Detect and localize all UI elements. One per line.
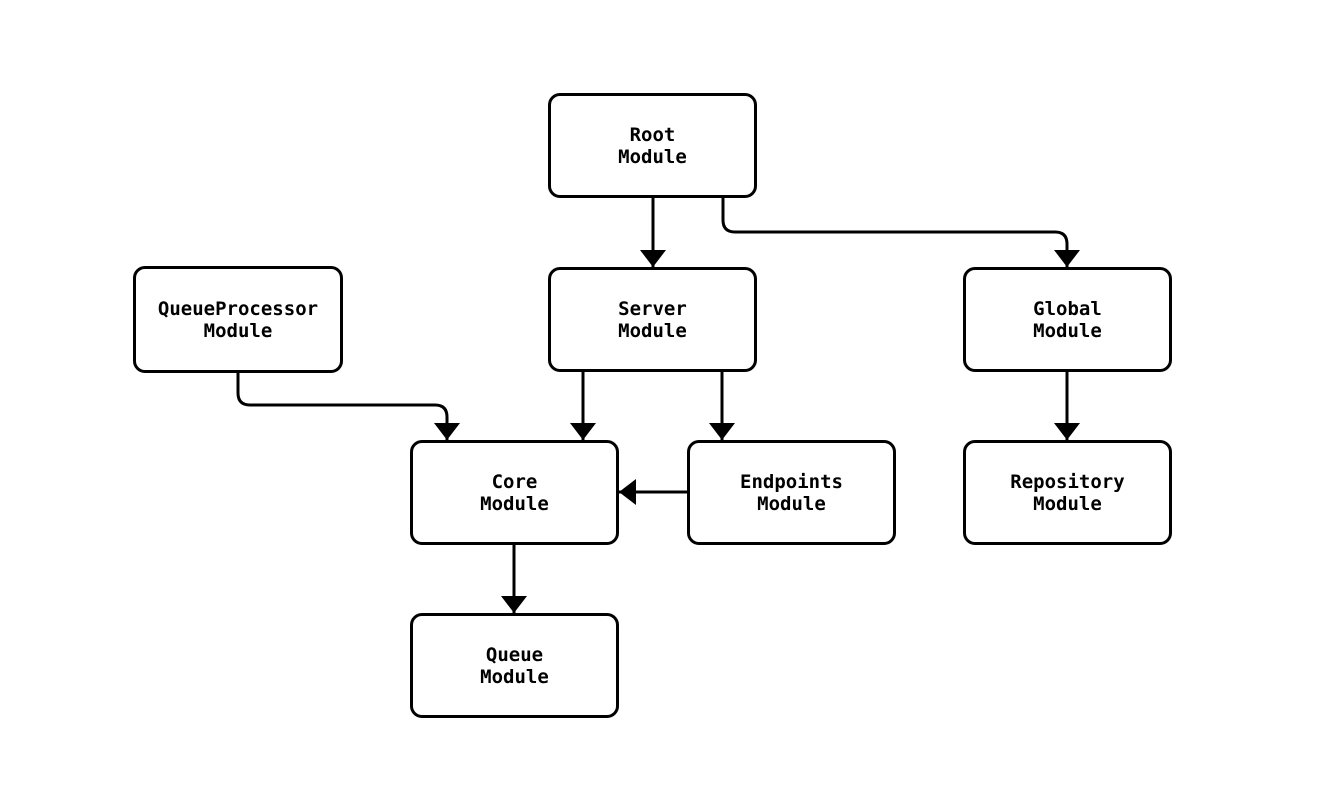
node-queue: Queue Module bbox=[410, 613, 619, 718]
node-core: Core Module bbox=[410, 440, 619, 545]
node-repository: Repository Module bbox=[963, 440, 1172, 545]
node-label: Server Module bbox=[618, 297, 687, 342]
node-global: Global Module bbox=[963, 267, 1172, 372]
edge-root-global bbox=[721, 198, 1080, 267]
node-root: Root Module bbox=[548, 93, 757, 198]
node-label: QueueProcessor Module bbox=[157, 297, 319, 342]
node-label: Global Module bbox=[1033, 297, 1102, 342]
node-label: Endpoints Module bbox=[740, 470, 843, 515]
node-server: Server Module bbox=[548, 267, 757, 372]
node-label: Root Module bbox=[618, 123, 687, 168]
node-label: Repository Module bbox=[1010, 470, 1125, 515]
node-label: Queue Module bbox=[480, 643, 549, 688]
node-queueprocessor: QueueProcessor Module bbox=[133, 266, 343, 373]
node-label: Core Module bbox=[480, 470, 549, 515]
edge-queueprocessor-core bbox=[236, 373, 460, 440]
node-endpoints: Endpoints Module bbox=[687, 440, 896, 545]
